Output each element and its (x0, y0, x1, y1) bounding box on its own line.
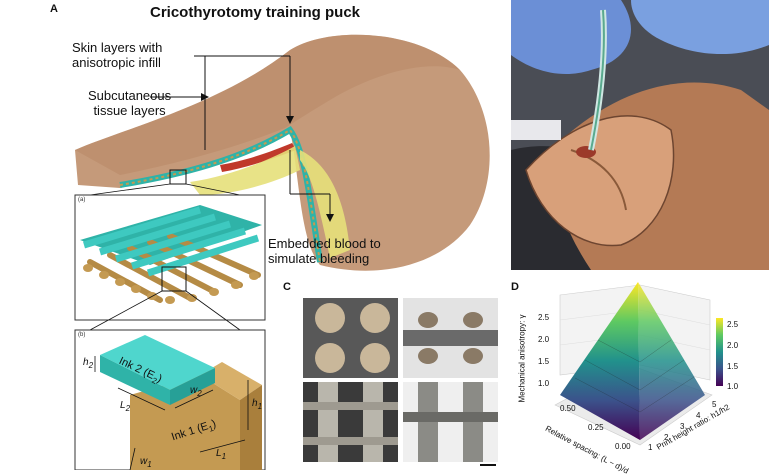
cbar-tick-2.0: 2.0 (727, 341, 739, 350)
cbar-tick-2.5: 2.5 (727, 320, 739, 329)
puck-layer-edge-tan (119, 128, 321, 263)
z-tick-2.0: 2.0 (538, 335, 550, 344)
h2-label: h2 (83, 357, 94, 370)
w1-label: w1 (140, 456, 152, 469)
y-tick-4: 4 (696, 411, 701, 420)
ink2-block-side (170, 368, 215, 405)
glove-right (631, 0, 769, 55)
ink1-block-top (200, 362, 262, 400)
callout-skin: Skin layers with anisotropic infill (72, 40, 163, 70)
panel-label-d: D (511, 281, 519, 293)
w2-label: w2 (190, 385, 202, 398)
scale-bar (480, 464, 496, 466)
callout-subq: Subcutaneous tissue layers (88, 88, 172, 118)
micrograph-bottom-right (403, 382, 498, 462)
y-tick-1: 1 (648, 443, 653, 452)
inset-a-frame (74, 194, 266, 321)
x-tick-0.25: 0.25 (588, 423, 604, 432)
x-tick-0.50: 0.50 (560, 404, 576, 413)
puck-top-face (75, 34, 460, 176)
L1-label: L1 (216, 448, 227, 461)
training-photo (511, 0, 769, 270)
micrograph-top-right (403, 298, 498, 378)
micrograph-bottom-left (303, 382, 398, 462)
surface-right (638, 282, 705, 440)
callout-blood: Embedded blood to simulate bleeding (268, 236, 381, 266)
L2-label: L2 (120, 400, 131, 413)
ink2-block-top (100, 335, 215, 390)
z-tick-1.5: 1.5 (538, 357, 550, 366)
zoom-box (169, 169, 187, 185)
ink1-block-side (240, 385, 262, 470)
lattice-structure (80, 205, 262, 304)
y-tick-5: 5 (712, 400, 717, 409)
x-tick-0.00: 0.00 (615, 442, 631, 451)
subq-yellow-right (300, 150, 350, 258)
y-tick-3: 3 (680, 422, 685, 431)
panel-label-c: C (283, 281, 291, 293)
panel-label-a: A (50, 3, 58, 15)
photo-scene (511, 0, 769, 270)
cbar-tick-1.5: 1.5 (727, 362, 739, 371)
ink2-block-front (100, 355, 170, 405)
z-tick-2.5: 2.5 (538, 313, 550, 322)
z-tick-1.0: 1.0 (538, 379, 550, 388)
puck-skin (75, 34, 490, 271)
y-tick-2: 2 (664, 433, 669, 442)
surface-left (560, 282, 640, 440)
h1-label: h1 (252, 398, 263, 411)
micrograph-top-left (303, 298, 398, 378)
subq-yellow (190, 146, 300, 195)
blood-channel (220, 143, 296, 172)
colorbar (716, 318, 723, 386)
cbar-tick-1.0: 1.0 (727, 382, 739, 391)
figure-title: Cricothyrotomy training puck (150, 4, 361, 21)
z-axis-label: Mechanical anisotropy: γ (517, 314, 527, 403)
inset-b-frame (74, 329, 266, 470)
inset-b-label: (b) (78, 332, 86, 338)
inset-a-label: (a) (78, 197, 86, 203)
inset-a-zoom-box (161, 266, 187, 292)
